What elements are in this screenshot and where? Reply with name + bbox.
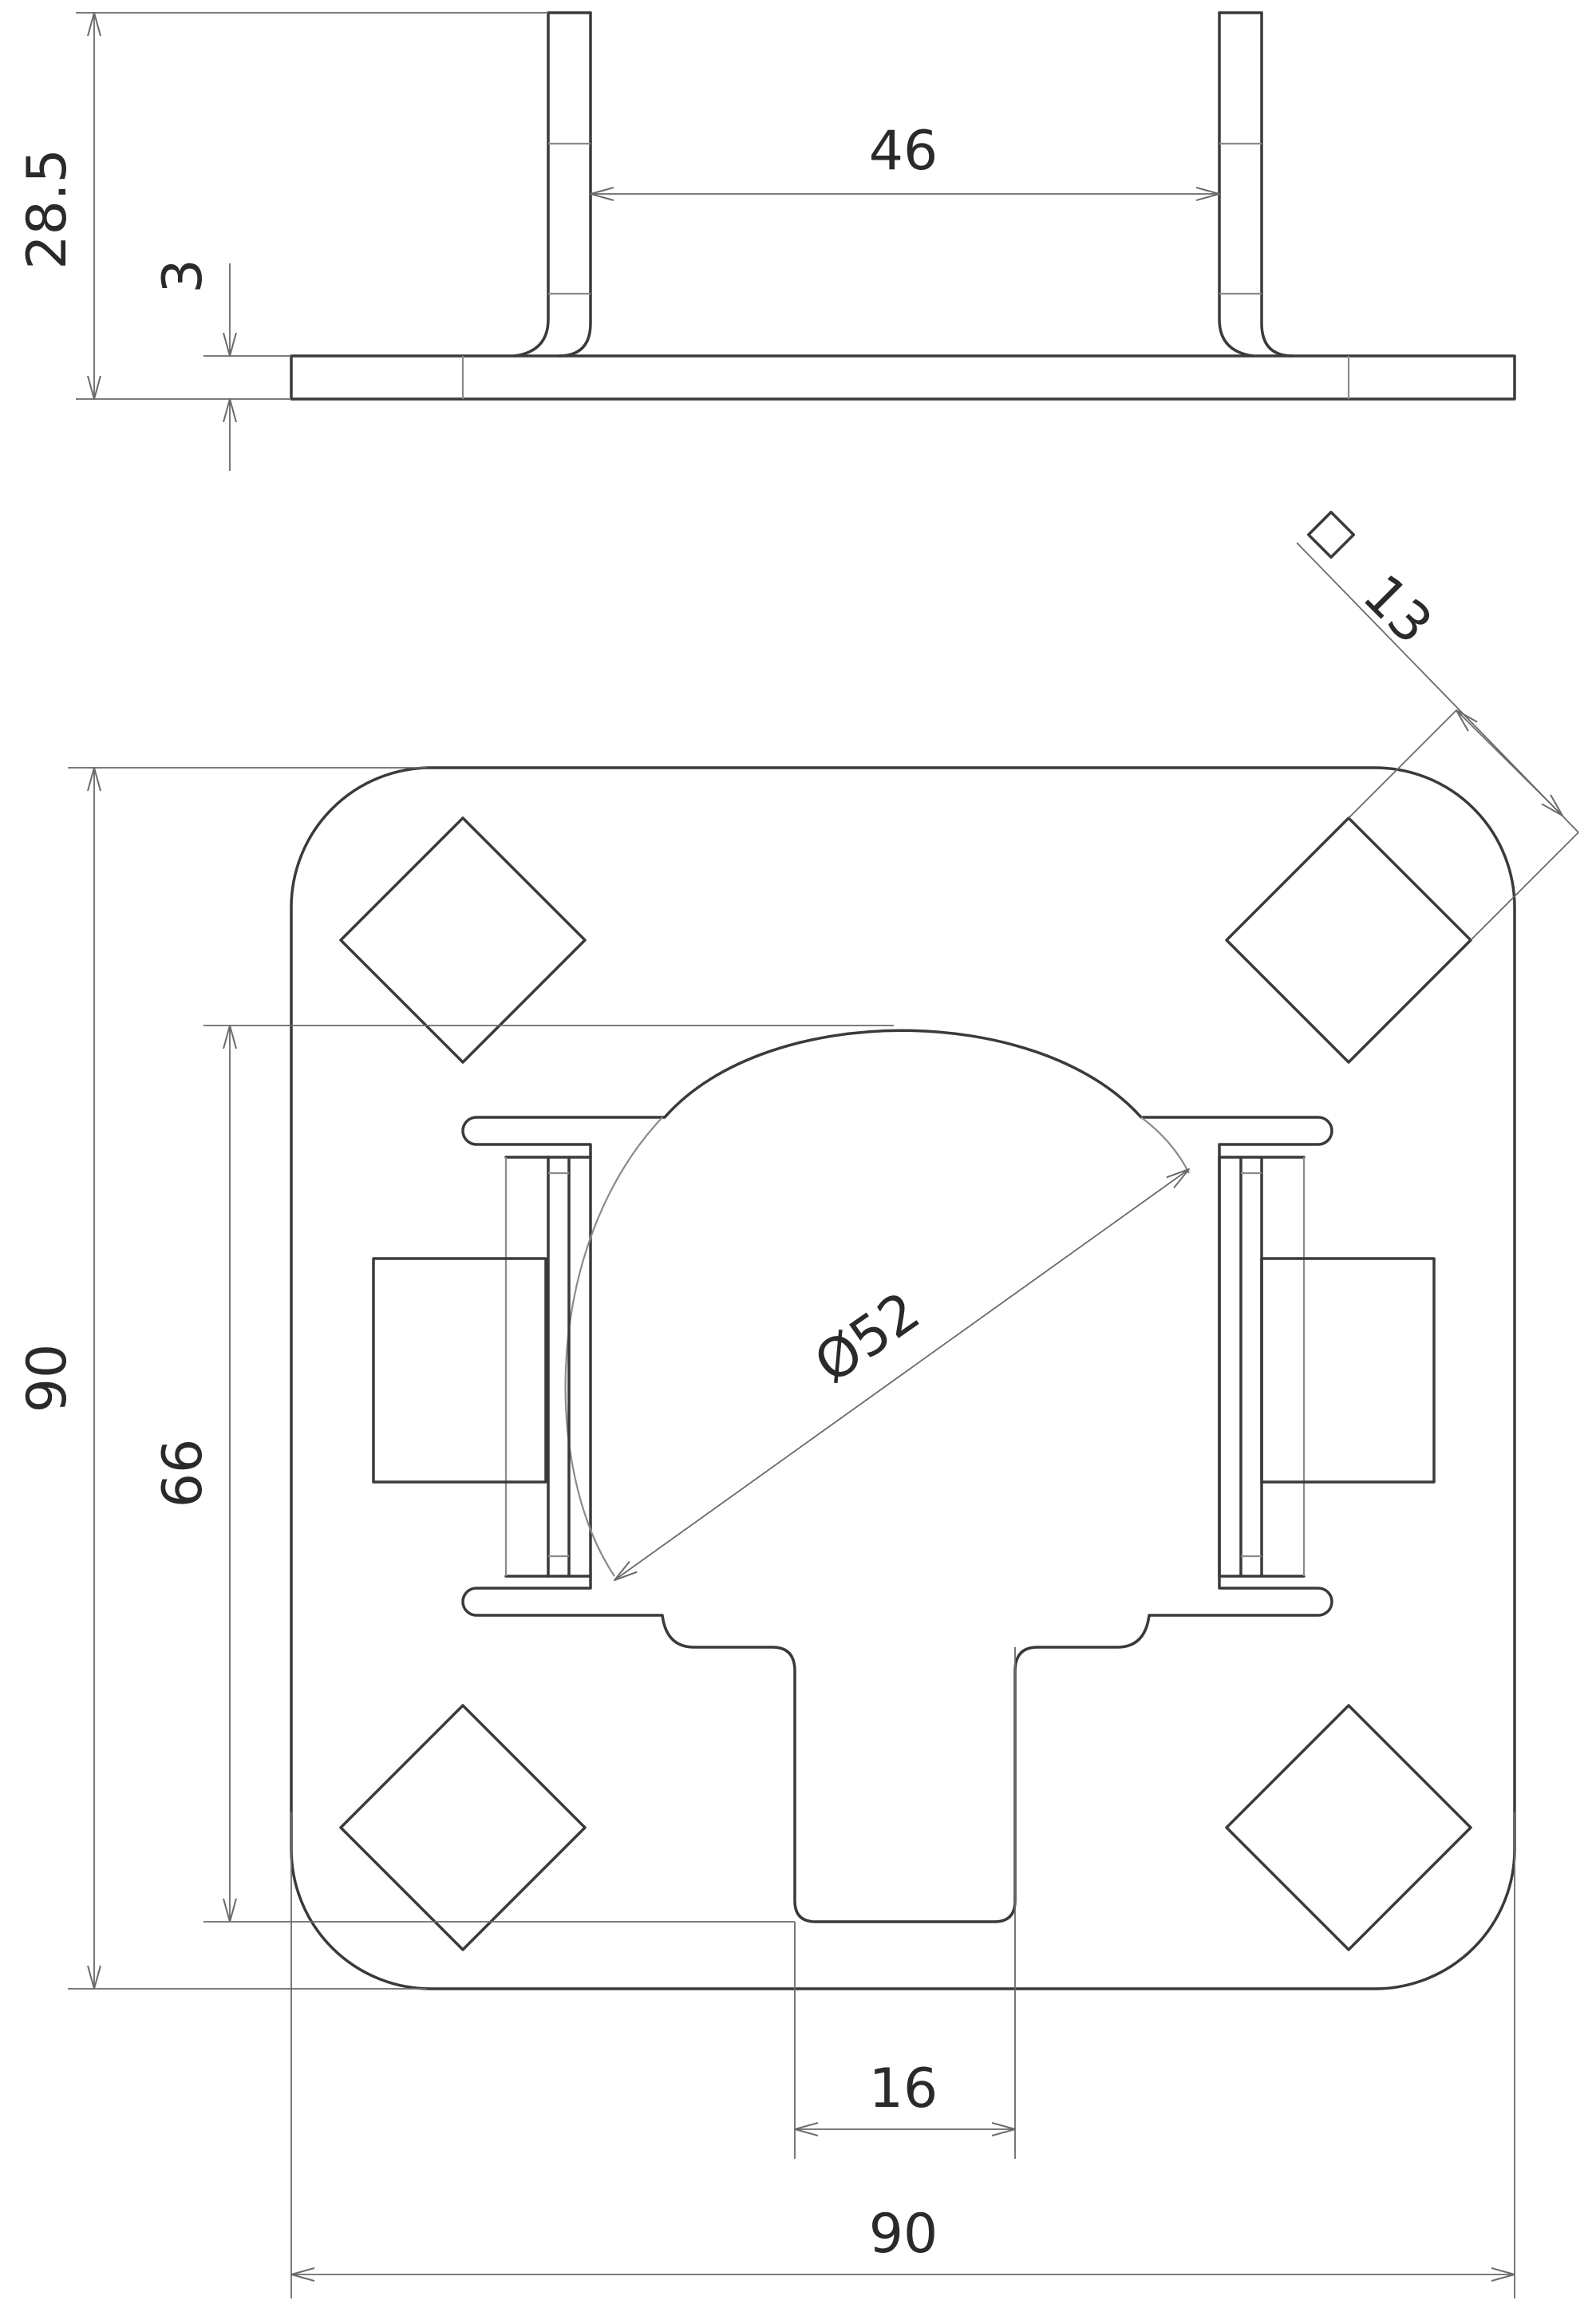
dim-diameter: Ø52	[614, 1169, 1189, 1580]
square-hole-bottom-right	[1225, 1704, 1472, 1951]
square-hole-top-left	[339, 816, 587, 1064]
central-cutout	[461, 1029, 1333, 1923]
dim-overall-height-label: 90	[16, 1344, 79, 1413]
dim-thickness: 3	[152, 259, 291, 471]
square-hole-bottom-left	[339, 1704, 587, 1951]
dim-flange-height-label: 28.5	[16, 148, 79, 269]
square-holes	[339, 816, 1472, 1951]
dim-overall-width: 90	[291, 1812, 1515, 2298]
diameter-construction-arc	[564, 1116, 663, 1577]
dim-inner-height-label: 66	[152, 1439, 215, 1508]
side-view: 28.5 3 46	[16, 11, 1516, 471]
square-symbol-icon	[1306, 510, 1356, 559]
dim-inner-height: 66	[152, 1026, 894, 1922]
dim-thickness-label: 3	[152, 259, 215, 293]
dim-diameter-label: Ø52	[804, 1280, 931, 1396]
dim-inner-spacing-label: 46	[869, 120, 938, 183]
side-view-profile	[290, 11, 1516, 401]
base-plate-outline	[290, 766, 1516, 1990]
left-flange-top	[372, 1156, 592, 1578]
dim-overall-width-label: 90	[869, 2203, 938, 2266]
dim-slot-width-label: 16	[869, 2057, 938, 2120]
square-hole-top-right	[1225, 816, 1472, 1064]
dim-hole-size-label: 13	[1350, 563, 1444, 657]
dim-overall-height: 90	[16, 768, 427, 1989]
dim-flange-height: 28.5	[16, 13, 548, 399]
dim-slot-width: 16	[795, 1647, 1015, 2159]
top-view: 90 66 13 Ø52 16	[16, 510, 1579, 2298]
dim-hole-size: 13	[1296, 510, 1579, 941]
dim-inner-spacing: 46	[591, 120, 1219, 194]
right-flange-top	[1218, 1156, 1436, 1578]
